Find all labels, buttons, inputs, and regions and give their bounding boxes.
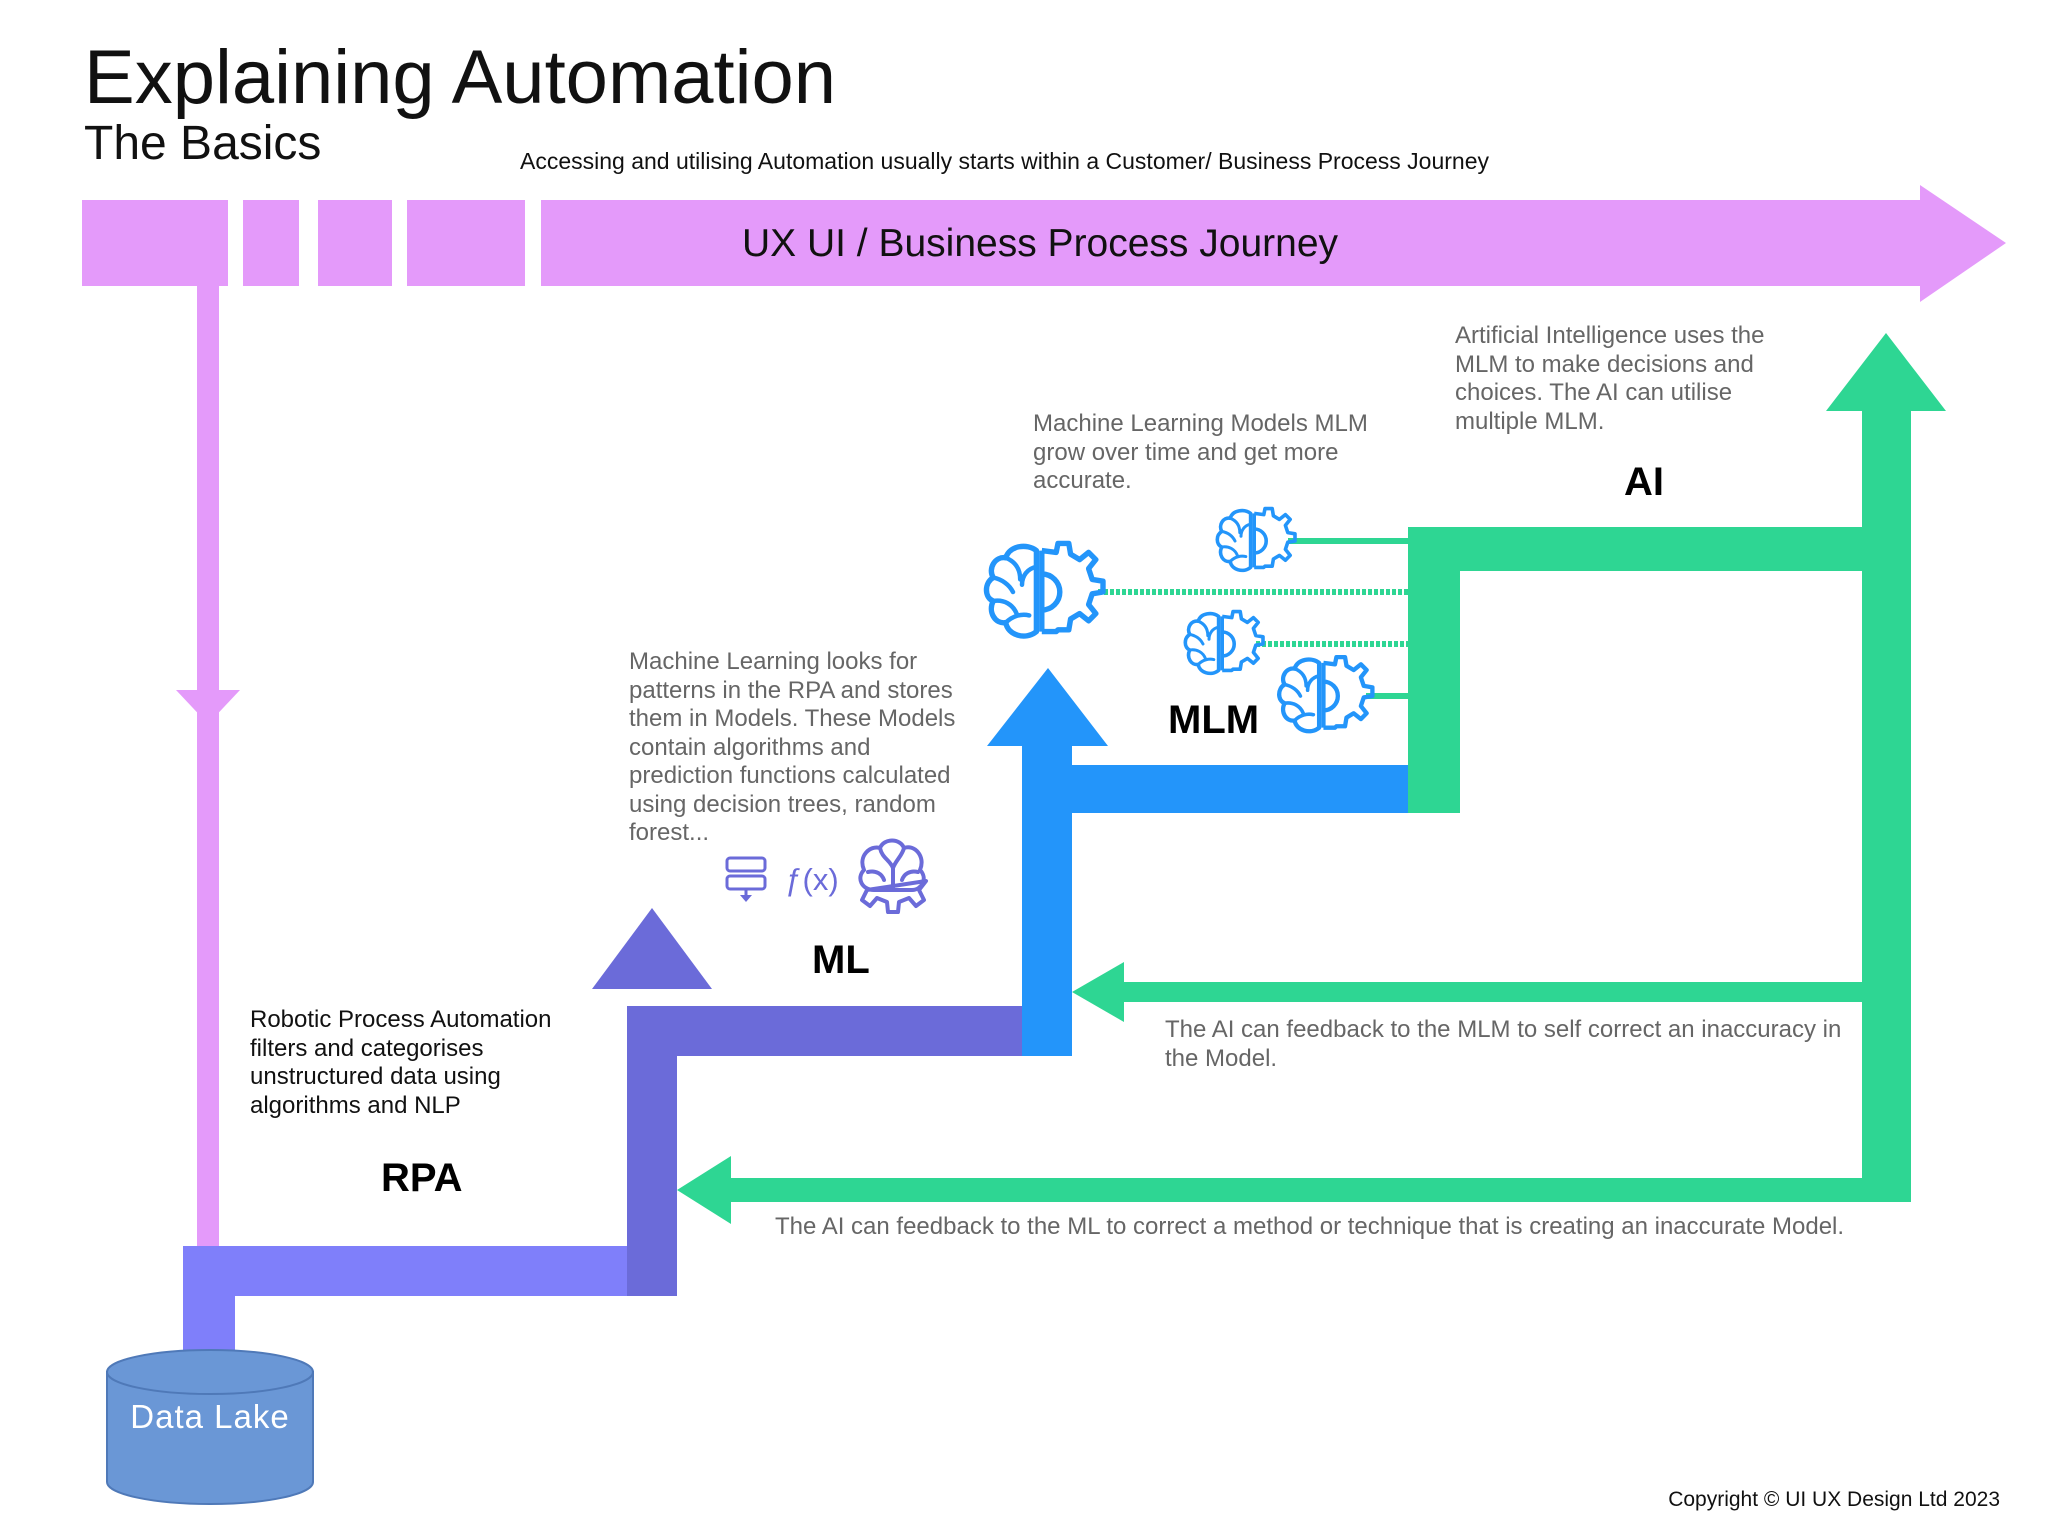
mlm-description: Machine Learning Models MLM grow over ti… — [1033, 410, 1368, 494]
rpa-flow — [183, 1246, 627, 1354]
brain-gear-icon — [1183, 609, 1265, 676]
ai-flow — [677, 333, 1946, 1224]
mlm-label: MLM — [1168, 698, 1260, 742]
ml-flow — [592, 908, 1022, 1296]
intro-text: Accessing and utilising Automation usual… — [520, 148, 1490, 174]
data-lake-label: Data Lake — [130, 1398, 290, 1435]
feedback-ml-line — [731, 1178, 1911, 1202]
mlm-connectors — [1098, 538, 1408, 699]
journey-down-connector — [176, 286, 240, 1252]
rpa-label: RPA — [381, 1156, 463, 1200]
feedback-mlm-text: The AI can feedback to the MLM to self c… — [1165, 1016, 1842, 1072]
function-icon: ƒ(x) — [785, 862, 838, 897]
journey-step-block — [407, 200, 525, 286]
journey-arrow — [541, 185, 2006, 302]
ml-label: ML — [812, 938, 870, 982]
brain-gear-icon — [986, 543, 1103, 636]
journey-step-block — [82, 200, 228, 286]
feedback-ml-arrowhead — [677, 1156, 731, 1224]
page-subtitle: The Basics — [84, 117, 322, 170]
rpa-description: Robotic Process Automation filters and c… — [250, 1006, 552, 1119]
brain-gear-icon — [1215, 506, 1297, 573]
down-arrowhead — [176, 690, 240, 724]
feedback-mlm-line — [1124, 982, 1862, 1002]
feedback-mlm-arrowhead — [1072, 962, 1124, 1022]
brain-gear-icon — [1279, 657, 1372, 731]
ml-up-arrowhead — [592, 908, 712, 989]
data-lake-cylinder — [106, 1349, 314, 1505]
ai-label: AI — [1624, 460, 1664, 504]
decision-tree-icon — [725, 856, 767, 902]
journey-step-block — [243, 200, 299, 286]
brain-gear-icon — [858, 838, 928, 914]
mlm-flow — [987, 668, 1408, 1056]
page-title: Explaining Automation — [84, 35, 837, 120]
journey-label: UX UI / Business Process Journey — [741, 222, 1339, 265]
journey-band — [82, 185, 2006, 302]
feedback-ml-text: The AI can feedback to the ML to correct… — [775, 1213, 1845, 1240]
copyright-text: Copyright © UI UX Design Ltd 2023 — [1668, 1488, 2000, 1511]
ai-up-arrowhead — [1826, 333, 1946, 411]
journey-step-block — [318, 200, 392, 286]
ai-description: Artificial Intelligence uses the MLM to … — [1455, 322, 1765, 435]
mlm-up-arrowhead — [987, 668, 1108, 746]
ml-description: Machine Learning looks for patterns in t… — [629, 648, 956, 846]
